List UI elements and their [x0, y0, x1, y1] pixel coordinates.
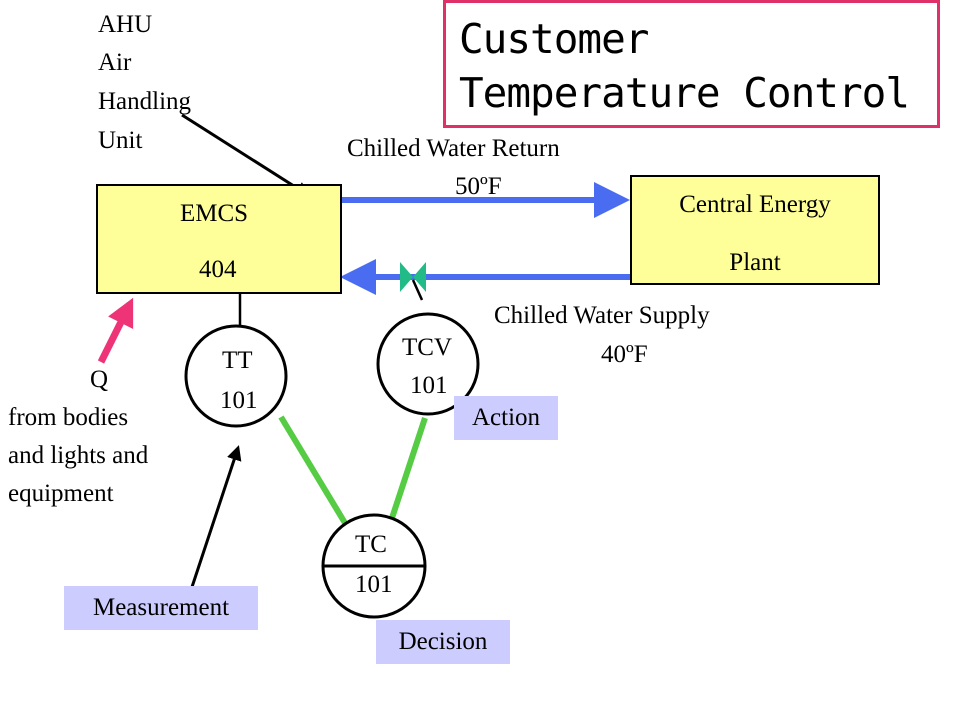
chilled-water-supply-label: Chilled Water Supply [494, 302, 710, 329]
emcs-number: 404 [199, 256, 237, 283]
tt-tag: TT [222, 347, 253, 374]
tt-number: 101 [220, 387, 258, 414]
measurement-arrow [190, 445, 242, 588]
tc-tag: TC [355, 531, 387, 558]
emcs-name: EMCS [180, 200, 249, 227]
central-energy-plant-box: Central Energy Plant [630, 175, 880, 285]
chilled-water-return-label: Chilled Water Return [347, 135, 560, 162]
heat-source-line-1: from bodies [8, 404, 129, 431]
control-valve-icon [400, 262, 426, 292]
tcv-101-bubble [376, 312, 480, 416]
title-line-1: Customer [459, 15, 649, 63]
action-tag: Action [454, 396, 558, 440]
tcv-number: 101 [410, 372, 448, 399]
ahu-label-unit: Unit [98, 127, 143, 154]
heat-source-line-2: and lights and [8, 442, 149, 469]
heat-q-arrow [97, 297, 134, 364]
emcs-box: EMCS 404 [96, 184, 342, 294]
heat-source-line-3: equipment [8, 480, 114, 507]
chilled-water-return-temp: 50ºF [455, 173, 502, 200]
tc-number: 101 [355, 571, 393, 598]
tt-to-tc-signal [278, 415, 348, 525]
ahu-label-abbr: AHU [98, 11, 153, 38]
ahu-label-handling: Handling [98, 88, 192, 115]
plant-label-line-2: Plant [729, 249, 781, 276]
measurement-tag: Measurement [64, 586, 258, 630]
decision-tag: Decision [376, 620, 510, 664]
title-box: Customer Temperature Control [443, 0, 940, 128]
tc-to-tcv-signal [389, 417, 428, 519]
title-line-2: Temperature Control [459, 69, 910, 117]
tcv-valve-link [411, 279, 424, 301]
tcv-tag: TCV [402, 334, 452, 361]
heat-q-label: Q [90, 366, 109, 393]
plant-label-line-1: Central Energy [679, 191, 831, 218]
tt-101-bubble [184, 324, 288, 428]
chilled-water-supply-temp: 40ºF [601, 341, 648, 368]
ahu-label-air: Air [98, 49, 132, 76]
ahu-pointer-arrow [181, 113, 311, 197]
